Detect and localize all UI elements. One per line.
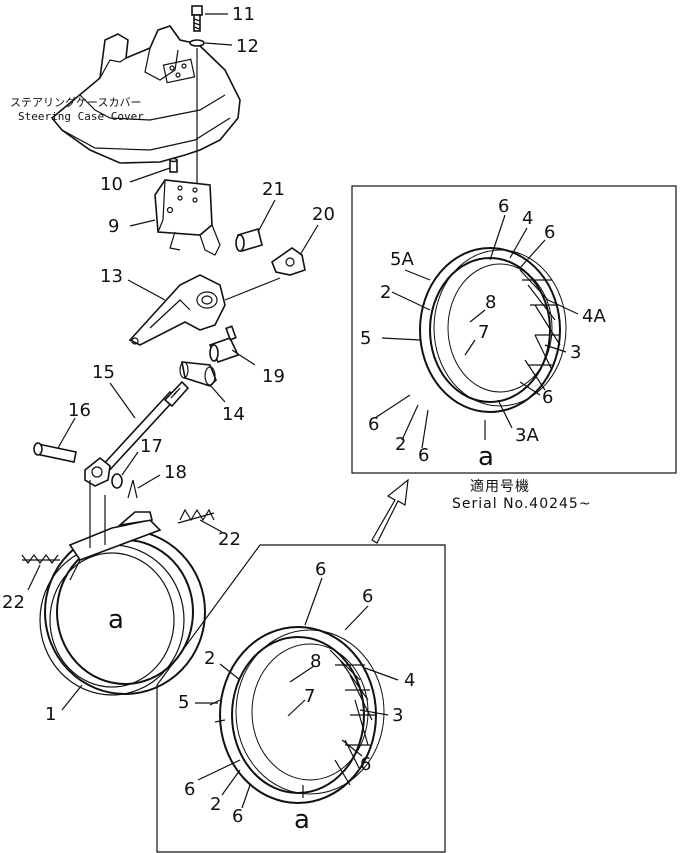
label-13: 13 bbox=[100, 266, 123, 287]
lower-label-6c: 6 bbox=[360, 754, 371, 775]
brake-band-1 bbox=[39, 511, 206, 696]
inset-lining-assembly bbox=[419, 247, 567, 413]
cover-note-jp: ステアリングケースカバー bbox=[10, 95, 141, 109]
inset-label-4: 4 bbox=[522, 208, 533, 229]
inset-label-2b: 2 bbox=[395, 434, 406, 455]
pin-10 bbox=[169, 157, 178, 173]
lower-label-3: 3 bbox=[392, 705, 403, 726]
label-22-right: 22 bbox=[218, 529, 241, 550]
pin-16 bbox=[33, 442, 77, 463]
leader-lines bbox=[27, 13, 579, 809]
serial-note-en: Serial No.40245~ bbox=[452, 496, 592, 512]
label-17: 17 bbox=[140, 436, 163, 457]
washer-12 bbox=[189, 39, 205, 47]
lower-detail-frame bbox=[156, 544, 446, 853]
inset-label-6a: 6 bbox=[498, 196, 509, 217]
pin-21 bbox=[235, 227, 263, 253]
lower-label-5: 5 bbox=[178, 692, 189, 713]
lower-label-8: 8 bbox=[310, 651, 321, 672]
lower-label-7: 7 bbox=[304, 686, 315, 707]
lower-label-4: 4 bbox=[404, 670, 415, 691]
cover-note: ステアリングケースカバー Steering Case Cover bbox=[10, 95, 144, 123]
inset-label-8: 8 bbox=[485, 292, 496, 313]
view-a-inset: a bbox=[478, 442, 494, 472]
inset-label-6e: 6 bbox=[418, 445, 429, 466]
label-9: 9 bbox=[108, 216, 119, 237]
label-1: 1 bbox=[45, 704, 56, 725]
inset-label-6d: 6 bbox=[368, 414, 379, 435]
label-12: 12 bbox=[236, 36, 259, 57]
lever-13 bbox=[128, 274, 226, 346]
label-11: 11 bbox=[232, 4, 255, 25]
lower-label-6d: 6 bbox=[184, 779, 195, 800]
update-arrow bbox=[371, 478, 409, 544]
label-21: 21 bbox=[262, 179, 285, 200]
label-18: 18 bbox=[164, 462, 187, 483]
label-10: 10 bbox=[100, 174, 123, 195]
bracket-9 bbox=[154, 179, 221, 256]
inset-label-2a: 2 bbox=[380, 282, 391, 303]
bolt-11 bbox=[191, 5, 203, 32]
inset-label-6b: 6 bbox=[544, 222, 555, 243]
joint-14 bbox=[179, 361, 217, 387]
cotter-pin-18 bbox=[127, 479, 138, 499]
lower-lining-assembly bbox=[209, 626, 385, 804]
label-15: 15 bbox=[92, 362, 115, 383]
spring-22-right bbox=[177, 508, 215, 524]
pin-19 bbox=[208, 325, 240, 363]
spring-22-left bbox=[21, 554, 60, 564]
inset-label-3: 3 bbox=[570, 342, 581, 363]
inset-detail-frame bbox=[351, 185, 677, 474]
inset-label-6c: 6 bbox=[542, 387, 553, 408]
washer-17 bbox=[111, 473, 123, 489]
view-a-drum: a bbox=[108, 605, 124, 635]
label-22-left: 22 bbox=[2, 592, 25, 613]
inset-label-5A: 5A bbox=[390, 249, 414, 270]
label-14: 14 bbox=[222, 404, 245, 425]
cover-note-en: Steering Case Cover bbox=[18, 110, 144, 123]
inset-label-7: 7 bbox=[478, 322, 489, 343]
label-16: 16 bbox=[68, 400, 91, 421]
steering-case-cover bbox=[50, 25, 241, 164]
view-a-lower: a bbox=[294, 805, 310, 835]
lower-label-6b: 6 bbox=[362, 586, 373, 607]
lower-label-2a: 2 bbox=[204, 648, 215, 669]
inset-label-4A: 4A bbox=[582, 306, 606, 327]
lower-label-6a: 6 bbox=[315, 559, 326, 580]
inset-label-3A: 3A bbox=[515, 425, 539, 446]
rod-15 bbox=[84, 380, 190, 487]
serial-note-jp: 適用号機 bbox=[470, 478, 530, 495]
plate-20 bbox=[271, 247, 306, 276]
label-19: 19 bbox=[262, 366, 285, 387]
lower-label-2b: 2 bbox=[210, 794, 221, 815]
inset-label-5: 5 bbox=[360, 328, 371, 349]
lower-label-6e: 6 bbox=[232, 806, 243, 827]
label-20: 20 bbox=[312, 204, 335, 225]
